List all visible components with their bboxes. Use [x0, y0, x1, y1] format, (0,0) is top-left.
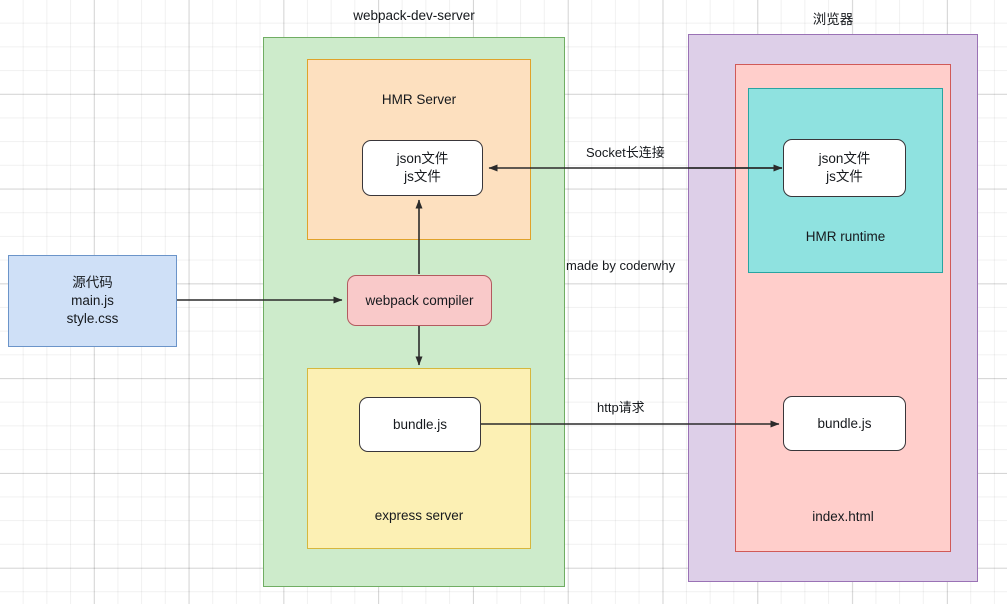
express-server-container: express server — [307, 368, 531, 549]
hmr-runtime-label: HMR runtime — [805, 229, 886, 244]
webpack-compiler-node[interactable]: webpack compiler — [347, 275, 492, 326]
index-html-label: index.html — [812, 509, 874, 524]
hmr-server-files-node[interactable]: json文件 js文件 — [362, 140, 483, 196]
express-server-label: express server — [374, 508, 464, 523]
webpack-dev-server-title: webpack-dev-server — [353, 8, 475, 23]
browser-bundle-node[interactable]: bundle.js — [783, 396, 906, 451]
express-bundle-node[interactable]: bundle.js — [359, 397, 481, 452]
hmr-server-label: HMR Server — [381, 92, 457, 107]
watermark-text: made by coderwhy — [566, 258, 676, 273]
browser-title: 浏览器 — [812, 12, 854, 27]
source-code-node[interactable]: 源代码 main.js style.css — [8, 255, 177, 347]
runtime-files-node[interactable]: json文件 js文件 — [783, 139, 906, 197]
socket-edge-label: Socket长连接 — [586, 145, 665, 160]
http-edge-label: http请求 — [597, 400, 645, 415]
hmr-runtime-container: HMR runtime — [748, 88, 943, 273]
